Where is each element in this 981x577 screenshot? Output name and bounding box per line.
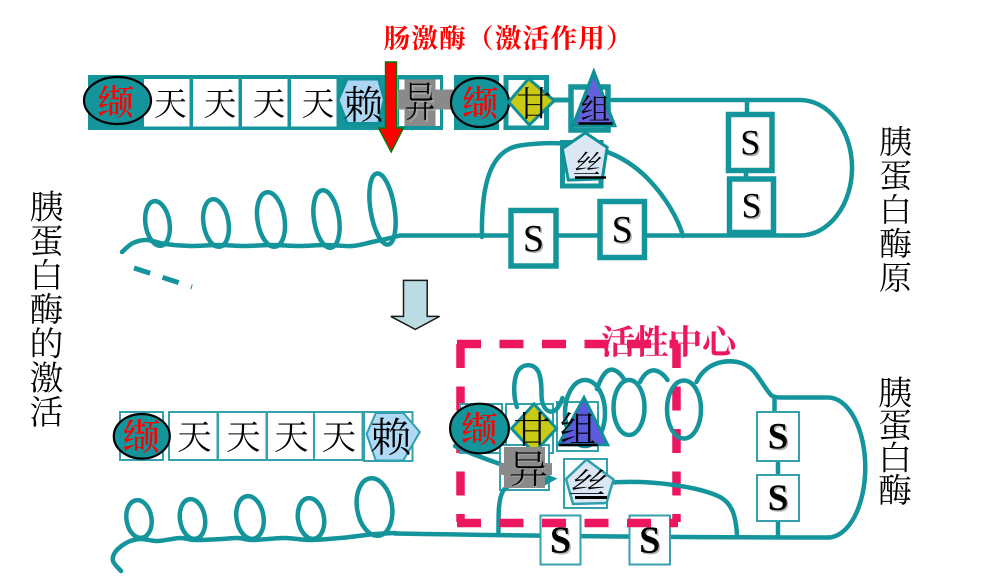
svg-text:S: S [551, 521, 572, 563]
svg-text:S: S [769, 480, 790, 521]
svg-text:S: S [523, 218, 544, 260]
svg-text:S: S [524, 219, 545, 261]
svg-text:S: S [550, 520, 571, 562]
svg-text:S: S [742, 124, 762, 164]
svg-text:S: S [639, 520, 660, 562]
svg-text:S: S [741, 186, 761, 226]
svg-text:S: S [612, 209, 633, 251]
svg-text:S: S [768, 417, 789, 458]
svg-text:S: S [641, 521, 662, 563]
svg-text:S: S [769, 418, 790, 459]
svg-text:S: S [743, 187, 763, 227]
svg-text:S: S [613, 211, 634, 253]
svg-text:S: S [740, 122, 760, 162]
svg-text:S: S [768, 478, 789, 519]
